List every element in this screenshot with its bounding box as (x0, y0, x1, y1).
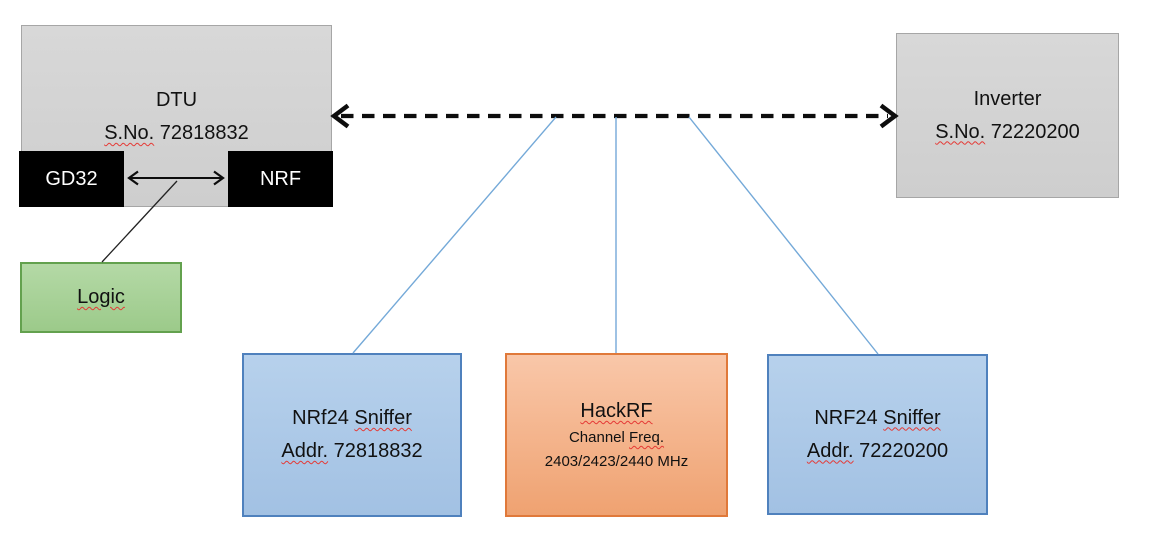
hackrf-frequencies: 2403/2423/2440 MHz (544, 453, 689, 470)
sniffer-left-title: NRf24 Sniffer (292, 407, 412, 429)
dtu-serial: S.No. 72818832 (104, 122, 249, 144)
gd32-chip-node: GD32 (19, 151, 124, 207)
inverter-label: Inverter (973, 87, 1042, 110)
sniffer-left-node: NRf24 Sniffer Addr. 72818832 (242, 353, 462, 517)
gd32-label: GD32 (45, 167, 98, 190)
sniffer-right-address: Addr. 72220200 (806, 439, 949, 462)
nrf-chip-node: NRF (228, 151, 333, 207)
hackrf-channel-label: Channel Freq. (568, 429, 665, 446)
arrowhead-left-icon (330, 103, 350, 129)
logic-label: Logic (77, 286, 125, 308)
dtu-inverter-dashed-arrow (330, 103, 899, 129)
sniffer-right-node: NRF24 Sniffer Addr. 72220200 (767, 354, 988, 515)
hackrf-node: HackRF Channel Freq. 2403/2423/2440 MHz (505, 353, 728, 517)
hackrf-title: HackRF (580, 400, 653, 422)
dtu-label: DTU (155, 89, 198, 111)
nrf-label: NRF (259, 167, 302, 190)
logic-node: Logic (20, 262, 182, 333)
connector-line-sniffer-right (688, 116, 879, 355)
connector-line-sniffer-left (352, 116, 557, 354)
sniffer-left-address: Addr. 72818832 (281, 440, 423, 462)
arrowhead-right-icon (879, 103, 899, 129)
inverter-serial: S.No. 72220200 (935, 120, 1080, 143)
inverter-node: Inverter S.No. 72220200 (896, 33, 1119, 198)
sniffer-right-title: NRF24 Sniffer (814, 406, 941, 429)
